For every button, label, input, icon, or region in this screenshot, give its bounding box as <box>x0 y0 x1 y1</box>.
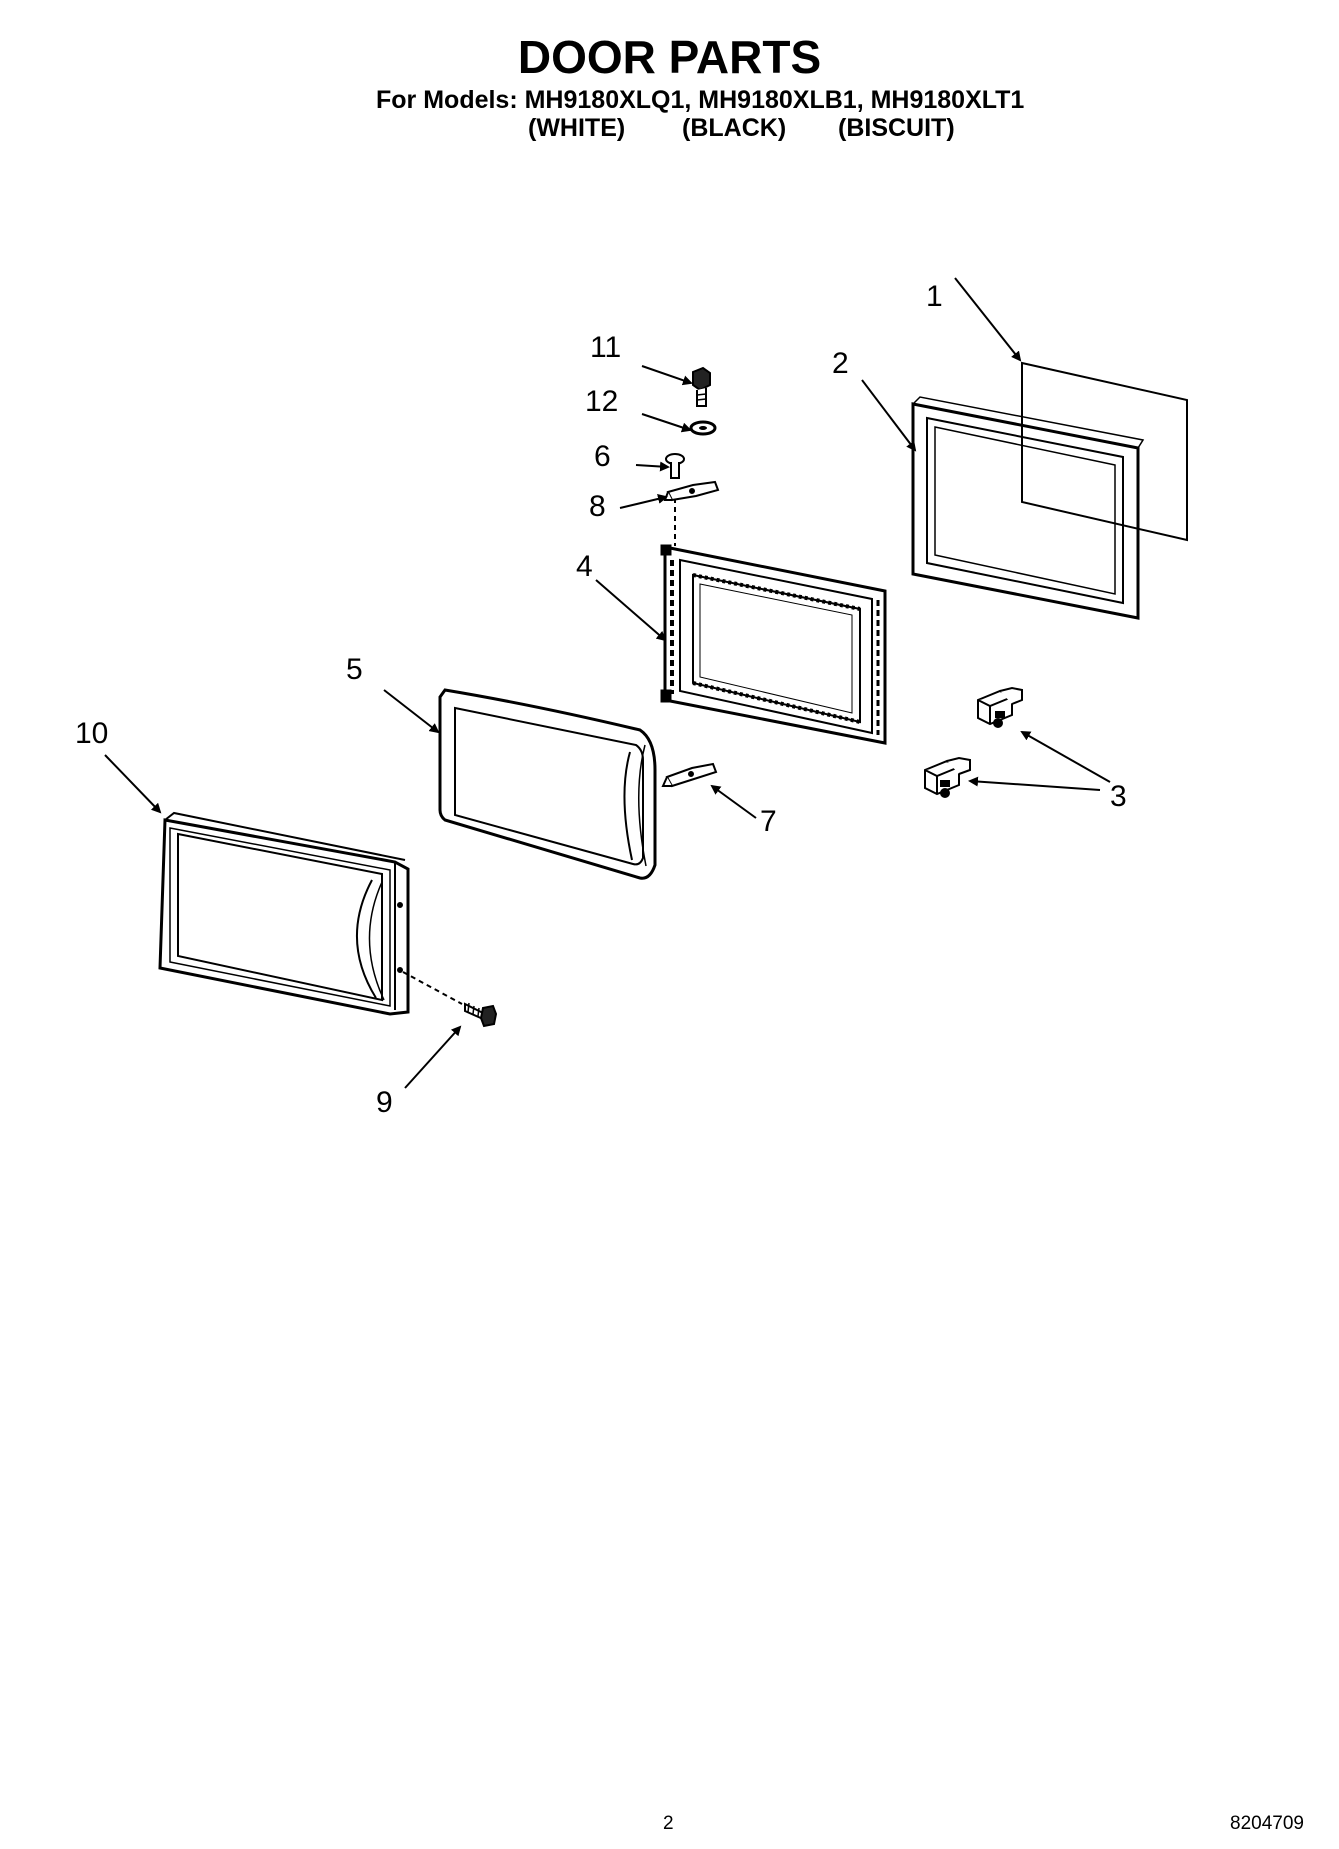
part-5-door-frame <box>438 688 657 880</box>
leader-12 <box>641 413 692 433</box>
document-number: 8204709 <box>1230 1813 1304 1834</box>
leader-8 <box>619 493 668 509</box>
callout-3: 3 <box>1110 780 1127 813</box>
callout-1: 1 <box>926 280 943 313</box>
part-9-screw <box>464 1002 498 1028</box>
leader-3a <box>1020 731 1111 783</box>
leader-6 <box>635 461 670 472</box>
part-7-lower-hinge-bracket <box>661 762 718 788</box>
leader-4 <box>595 579 667 642</box>
screw-guide-line <box>402 971 463 1005</box>
callout-9: 9 <box>376 1086 393 1119</box>
part-10-outer-door <box>158 811 410 1016</box>
part-12-washer <box>689 420 717 436</box>
callout-6: 6 <box>594 440 611 473</box>
leader-11 <box>641 365 693 386</box>
callout-11: 11 <box>590 331 621 364</box>
callout-8: 8 <box>589 490 606 523</box>
part-3-latch-lower <box>924 756 971 798</box>
variant-biscuit: (BISCUIT) <box>838 114 955 142</box>
part-2-choke-frame <box>911 396 1145 620</box>
callout-4: 4 <box>576 550 593 583</box>
part-8-hinge-bracket <box>663 480 720 502</box>
page-title: DOOR PARTS <box>517 31 822 83</box>
part-4-inner-door-assembly <box>660 544 887 745</box>
part-3-latch-upper <box>977 686 1023 728</box>
leader-2 <box>861 379 917 452</box>
part-1-window-film <box>1021 361 1188 542</box>
leader-9 <box>404 1025 462 1089</box>
callout-5: 5 <box>346 653 363 686</box>
leader-1 <box>954 277 1022 362</box>
part-6-pin <box>665 453 685 479</box>
page-number: 2 <box>663 1813 674 1834</box>
leader-lines <box>104 277 1111 1089</box>
models-line: For Models: MH9180XLQ1, MH9180XLB1, MH91… <box>376 86 1025 114</box>
callout-7: 7 <box>760 805 777 838</box>
leader-5 <box>383 689 440 734</box>
leader-10 <box>104 754 162 814</box>
callout-12: 12 <box>585 385 618 418</box>
part-11-screw <box>692 366 711 407</box>
variant-black: (BLACK) <box>682 114 787 142</box>
callout-2: 2 <box>832 347 849 380</box>
leader-7 <box>710 784 757 819</box>
leader-3b <box>968 776 1101 791</box>
callout-10: 10 <box>75 717 108 750</box>
variant-white: (WHITE) <box>528 114 626 142</box>
